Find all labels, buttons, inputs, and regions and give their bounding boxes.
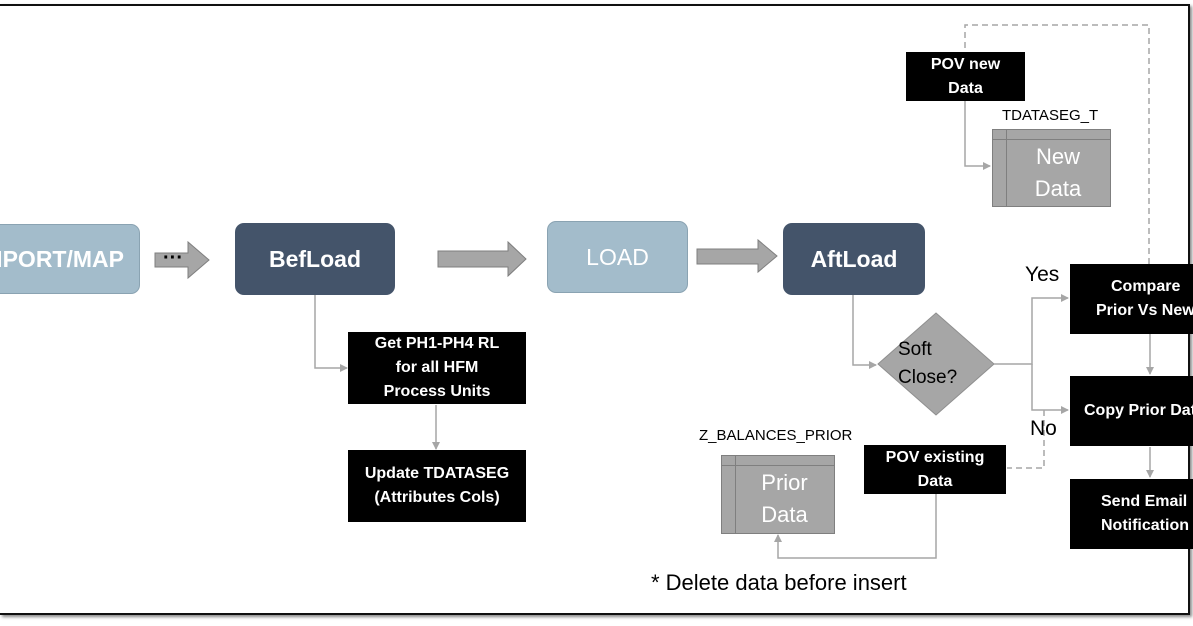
send-line-1: Send Email <box>1101 493 1188 510</box>
no-label: No <box>1030 417 1057 440</box>
soft-close-line-1: Soft <box>898 339 932 360</box>
stage-load[interactable]: LOAD <box>547 221 688 293</box>
dashed-compare-to-pov-new <box>964 24 1150 264</box>
pov-new-line-1: POV new <box>930 55 1001 73</box>
copy-line-1: Copy Prior Data <box>1084 402 1193 419</box>
prior-data-table-text: Prior Data <box>735 465 834 533</box>
stage-import-map[interactable]: IMPORT/MAP <box>0 224 140 294</box>
new-data-table[interactable]: New Data <box>992 129 1111 207</box>
yes-label: Yes <box>1025 263 1060 286</box>
get-rl-line-3: Process Units <box>383 383 491 400</box>
send-email-box[interactable]: Send Email Notification <box>1070 479 1193 549</box>
send-line-2: Notification <box>1101 517 1189 534</box>
compare-box[interactable]: Compare Prior Vs New <box>1070 264 1193 334</box>
soft-close-label: Soft Close? <box>898 336 958 392</box>
arrow-load-to-aftload <box>696 238 778 274</box>
soft-close-diamond <box>877 312 995 416</box>
pov-new-line-2: Data <box>948 79 983 97</box>
connector-pov-existing-to-prior-data <box>774 494 937 559</box>
connector-befload-to-get-rl <box>314 295 348 372</box>
update-tdataseg-box[interactable]: Update TDATASEG (Attributes Cols) <box>348 450 526 522</box>
arrow-importmap-to-befload <box>154 240 210 280</box>
new-data-line-2: Data <box>1034 175 1082 201</box>
new-data-line-1: New <box>1035 143 1080 169</box>
stage-load-label: LOAD <box>586 243 649 270</box>
connector-no-branch <box>1031 364 1069 414</box>
prior-data-table-header <box>722 456 834 466</box>
pov-new-box[interactable]: POV new Data <box>906 52 1025 101</box>
dots-icon: ··· <box>163 247 183 269</box>
connector-pov-new-to-new-data <box>964 101 991 170</box>
new-data-table-column <box>1006 130 1007 206</box>
pov-existing-box[interactable]: POV existing Data <box>864 445 1006 494</box>
prior-data-table[interactable]: Prior Data <box>721 455 835 534</box>
prior-data-table-column <box>735 456 736 533</box>
footnote: * Delete data before insert <box>651 570 907 595</box>
prior-data-line-1: Prior <box>761 470 808 495</box>
compare-line-1: Compare <box>1111 278 1181 295</box>
connector-yes-branch <box>994 294 1069 365</box>
get-rl-line-2: for all HFM <box>395 359 479 376</box>
compare-line-2: Prior Vs New <box>1096 302 1193 319</box>
update-line-1: Update TDATASEG <box>364 465 510 482</box>
new-data-table-header <box>993 130 1110 140</box>
stage-befload-label: BefLoad <box>269 245 361 272</box>
connector-aftload-to-decision <box>852 295 877 369</box>
get-rl-line-1: Get PH1-PH4 RL <box>374 335 500 352</box>
stage-import-map-label: IMPORT/MAP <box>0 245 124 272</box>
get-rl-box[interactable]: Get PH1-PH4 RL for all HFM Process Units <box>348 332 526 404</box>
copy-prior-box[interactable]: Copy Prior Data <box>1070 376 1193 446</box>
pov-existing-line-1: POV existing <box>885 448 985 466</box>
soft-close-line-2: Close? <box>898 367 958 388</box>
update-line-2: (Attributes Cols) <box>374 489 500 506</box>
prior-data-caption: Z_BALANCES_PRIOR <box>699 427 853 444</box>
stage-aftload-label: AftLoad <box>810 245 898 272</box>
new-data-caption: TDATASEG_T <box>1002 107 1099 124</box>
prior-data-line-2: Data <box>761 502 808 527</box>
arrow-befload-to-load <box>437 240 527 278</box>
dashed-no-branch-to-pov-existing <box>1007 410 1045 469</box>
new-data-table-text: New Data <box>1006 139 1110 206</box>
pov-existing-line-2: Data <box>917 472 953 490</box>
stage-befload[interactable]: BefLoad <box>235 223 395 295</box>
stage-aftload[interactable]: AftLoad <box>783 223 925 295</box>
